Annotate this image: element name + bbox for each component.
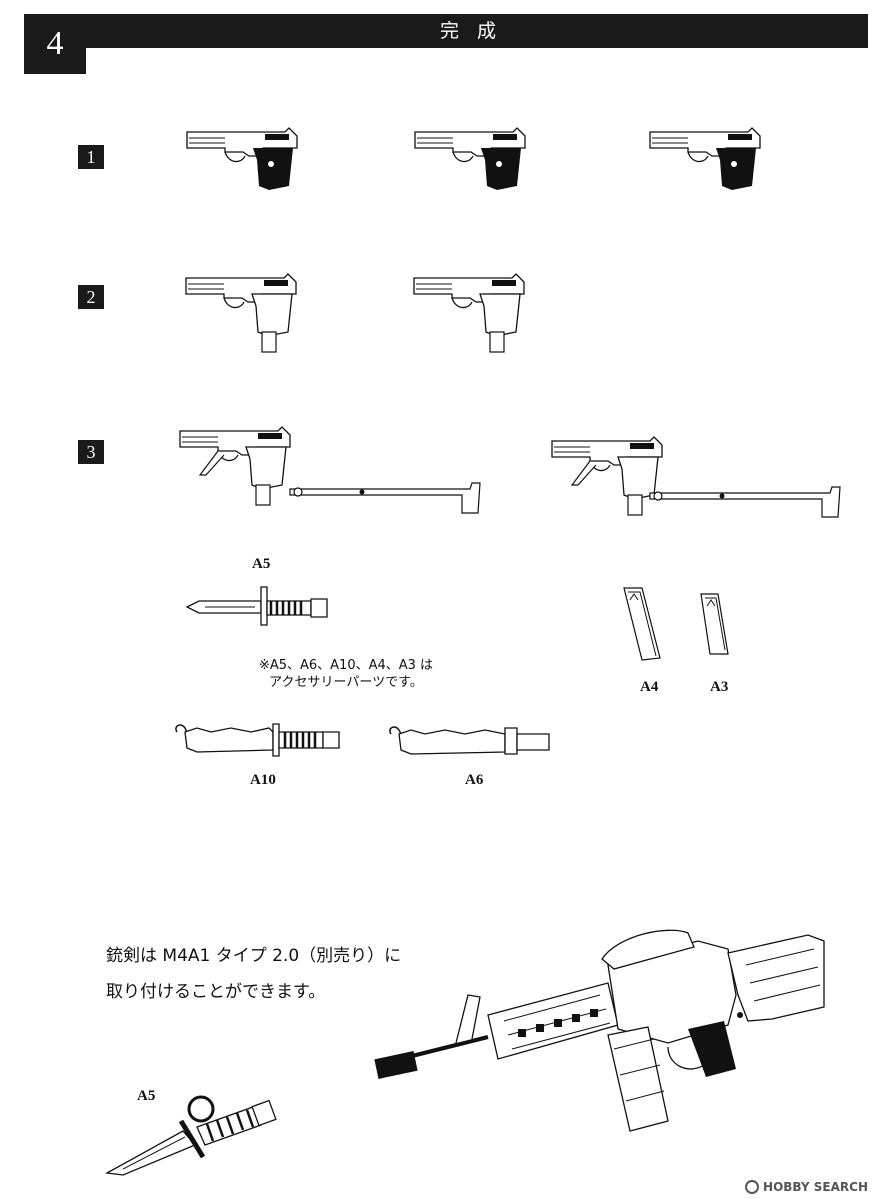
part-label-a5-bottom: A5 xyxy=(137,1088,156,1104)
pistol-illustration-1a xyxy=(186,127,298,191)
bayonet-a5-angled-illustration xyxy=(103,1093,293,1183)
bayonet-a5-illustration xyxy=(185,585,330,627)
scabbard-knife-a10-illustration xyxy=(173,722,343,758)
magazine-a4-illustration xyxy=(620,586,662,662)
compatibility-line-2: 取り付けることができます。 xyxy=(106,982,326,1002)
pistol-illustration-1b xyxy=(414,127,526,191)
rifle-m4a1-illustration xyxy=(374,925,828,1165)
compatibility-line-1: 銃剣は M4A1 タイプ 2.0（別売り）に xyxy=(106,946,402,966)
watermark: HOBBY SEARCH xyxy=(745,1180,868,1194)
row-badge-1: 1 xyxy=(78,145,104,169)
pistol-illustration-2a xyxy=(185,273,297,353)
watermark-text: HOBBY SEARCH xyxy=(763,1180,868,1194)
part-label-a6: A6 xyxy=(465,772,484,788)
part-label-a10: A10 xyxy=(250,772,276,788)
scabbard-a6-illustration xyxy=(387,724,552,758)
pistol-stock-illustration-3a xyxy=(179,426,481,514)
part-label-a5: A5 xyxy=(252,556,271,572)
pistol-illustration-2b xyxy=(413,273,525,353)
pistol-stock-illustration-3b xyxy=(551,436,841,518)
magazine-a3-illustration xyxy=(698,592,730,656)
compatibility-note: 銃剣は M4A1 タイプ 2.0（別売り）に 取り付けることができます。 xyxy=(106,938,401,1010)
part-label-a3: A3 xyxy=(710,679,729,695)
step-title: 完成 xyxy=(86,14,868,48)
note-line-1: ※A5、A6、A10、A4、A3 は xyxy=(258,658,434,673)
note-line-2: アクセサリーパーツです。 xyxy=(269,675,423,690)
step-header: 4 完成 xyxy=(24,14,868,74)
accessory-note: ※A5、A6、A10、A4、A3 は アクセサリーパーツです。 xyxy=(206,657,486,691)
watermark-logo-icon xyxy=(745,1180,760,1194)
row-badge-3: 3 xyxy=(78,440,104,464)
step-number: 4 xyxy=(24,14,86,74)
row-badge-2: 2 xyxy=(78,285,104,309)
part-label-a4: A4 xyxy=(640,679,659,695)
pistol-illustration-1c xyxy=(649,127,761,191)
